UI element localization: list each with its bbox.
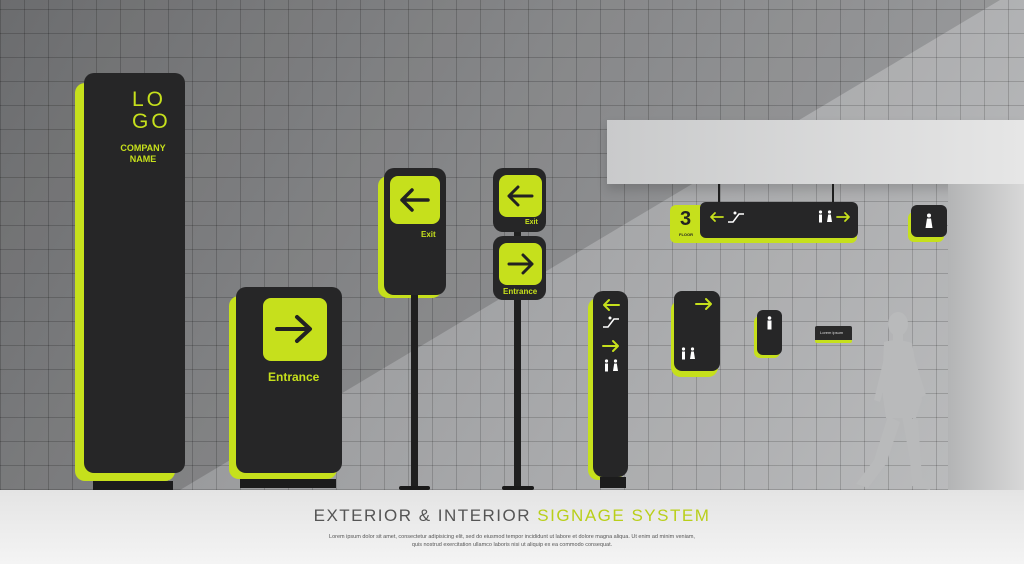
restroom-plaque <box>757 310 782 355</box>
hanging-wire-right <box>832 184 834 202</box>
slim-sign-base <box>600 477 626 488</box>
arrow-right-icon <box>836 212 850 222</box>
double-bottom-arrow-tile <box>499 243 542 285</box>
restroom-icon <box>818 210 832 223</box>
double-sign-bottom: Entrance <box>493 236 546 300</box>
arrow-left-icon <box>710 212 724 222</box>
arrow-right-icon <box>695 298 712 310</box>
caption-text: Lorem ipsum dolor sit amet, consectetur … <box>329 534 695 548</box>
logo-totem: LO GO COMPANY NAME <box>84 73 185 473</box>
ceiling-soffit <box>607 120 1024 184</box>
entrance-sign: Entrance <box>236 287 342 473</box>
restroom-icon <box>681 347 695 360</box>
entrance-sign-base <box>240 479 336 488</box>
exit-arrow-tile <box>390 176 440 224</box>
hanging-floor-sign <box>700 202 858 238</box>
hanging-wire-left <box>718 184 720 202</box>
exit-sign-pole <box>411 295 418 487</box>
logo-totem-base <box>93 481 173 490</box>
company-name: COMPANY NAME <box>120 143 166 164</box>
person-silhouette <box>856 312 930 490</box>
escalator-icon <box>603 316 619 328</box>
restroom-icon <box>604 359 618 372</box>
double-sign-pole <box>514 226 521 488</box>
exit-label: Exit <box>421 230 436 239</box>
entrance-arrow-tile <box>263 298 327 361</box>
floor <box>0 490 1024 564</box>
woman-icon <box>925 213 933 228</box>
column-restroom-sign <box>911 205 947 237</box>
escalator-icon <box>728 211 744 223</box>
arrow-left-icon <box>400 188 430 212</box>
name-plate-text: Lorem ipsum <box>820 330 844 335</box>
double-sign-foot <box>502 486 534 490</box>
wall-panel-sign <box>674 291 720 371</box>
entrance-label: Entrance <box>268 370 320 384</box>
exit-pole-sign: Exit <box>384 168 446 295</box>
logo-text: LO GO <box>132 88 171 133</box>
arrow-right-icon <box>602 340 619 352</box>
arrow-left-icon <box>507 185 534 207</box>
double-top-arrow-tile <box>499 175 542 217</box>
double-sign-top: Exit <box>493 168 546 232</box>
name-plate: Lorem ipsum <box>815 326 852 343</box>
floor-number: 3 <box>680 208 692 230</box>
page-title: EXTERIOR & INTERIOR SIGNAGE SYSTEM <box>313 506 711 525</box>
arrow-right-icon <box>275 315 312 343</box>
arrow-right-icon <box>507 253 534 275</box>
slim-directional-sign <box>593 291 628 477</box>
exit-sign-foot <box>399 486 430 490</box>
arrow-left-icon <box>603 299 620 311</box>
floor-word: FLOOR <box>679 232 693 237</box>
double-top-label: Exit <box>525 219 538 226</box>
man-icon <box>767 316 772 330</box>
double-bottom-label: Entrance <box>503 287 538 296</box>
wall-column <box>948 184 1024 490</box>
